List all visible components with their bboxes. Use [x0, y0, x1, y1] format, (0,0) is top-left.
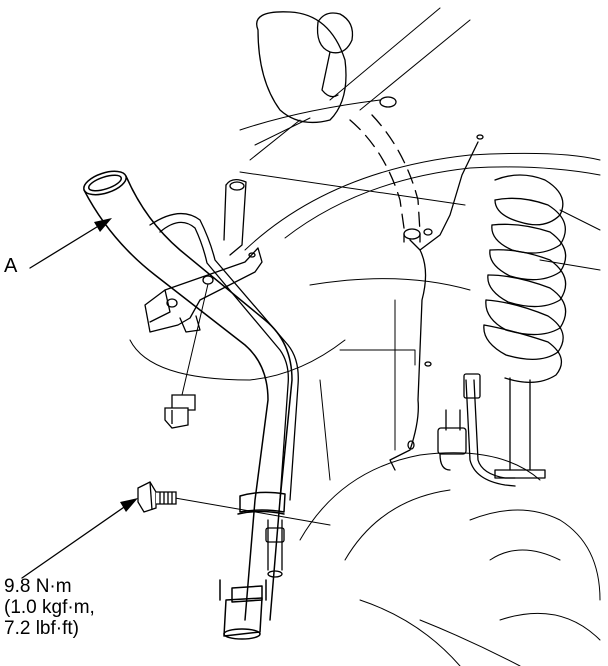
body-bracket: [389, 134, 484, 471]
torque-arrowhead: [120, 498, 138, 512]
callout-a-arrowhead: [94, 218, 112, 232]
flange-bolt-icon: [137, 481, 177, 513]
brake-line: [437, 373, 516, 487]
pipe-bracket: [144, 247, 263, 333]
coil-spring: [483, 174, 567, 479]
torque-spec: 9.8 N·m (1.0 kgf·m, 7.2 lbf·ft): [4, 576, 95, 639]
filler-neck-housing: [256, 11, 397, 124]
bolt-icon: [164, 394, 196, 429]
torque-kgfm: (1.0 kgf·m,: [4, 597, 95, 618]
breather-tube: [149, 178, 299, 578]
leader-lines: [129, 171, 466, 526]
callout-arrows: [21, 221, 131, 579]
torque-nm: 9.8 N·m: [4, 576, 72, 597]
part-label-a: A: [4, 255, 18, 277]
filler-pipe: [83, 170, 293, 640]
torque-lbfft: 7.2 lbf·ft): [4, 618, 79, 639]
